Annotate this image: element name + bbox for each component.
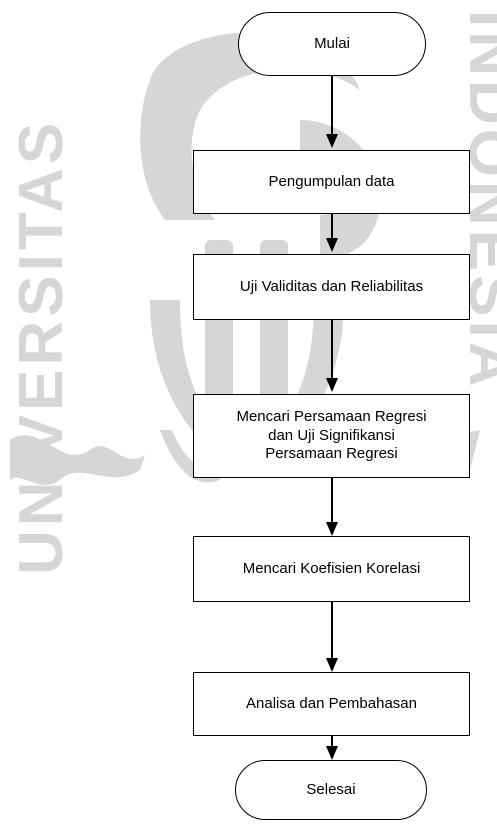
step-mencari-persamaan-regresi: Mencari Persamaan Regresi dan Uji Signif…: [193, 394, 470, 478]
connector-step3-to-step4: [331, 478, 333, 524]
step-4-label: Mencari Koefisien Korelasi: [242, 559, 421, 577]
start-label: Mulai: [314, 34, 350, 52]
step-analisa-dan-pembahasan: Analisa dan Pembahasan: [193, 672, 470, 736]
connector-step5-to-end: [331, 736, 333, 754]
connector-step2-to-step3: [331, 320, 333, 380]
connector-step1-to-step2: [331, 214, 333, 240]
step-5-label: Analisa dan Pembahasan: [246, 694, 417, 712]
connector-start-to-step1: [331, 76, 333, 136]
arrowhead-6: [326, 746, 338, 760]
step-pengumpulan-data: Pengumpulan data: [193, 150, 470, 214]
step-3-label: Mencari Persamaan Regresi dan Uji Signif…: [236, 407, 427, 463]
arrowhead-4: [326, 522, 338, 536]
step-mencari-koefisien-korelasi: Mencari Koefisien Korelasi: [193, 536, 470, 602]
arrowhead-2: [326, 238, 338, 252]
connector-step4-to-step5: [331, 602, 333, 660]
start-terminal: Mulai: [238, 12, 426, 76]
step-1-label: Pengumpulan data: [268, 172, 395, 190]
arrowhead-5: [326, 658, 338, 672]
step-2-label: Uji Validitas dan Reliabilitas: [239, 277, 424, 295]
step-uji-validitas: Uji Validitas dan Reliabilitas: [193, 254, 470, 320]
end-label: Selesai: [306, 780, 356, 798]
arrowhead-1: [326, 134, 338, 148]
end-terminal: Selesai: [235, 760, 427, 820]
arrowhead-3: [326, 378, 338, 392]
